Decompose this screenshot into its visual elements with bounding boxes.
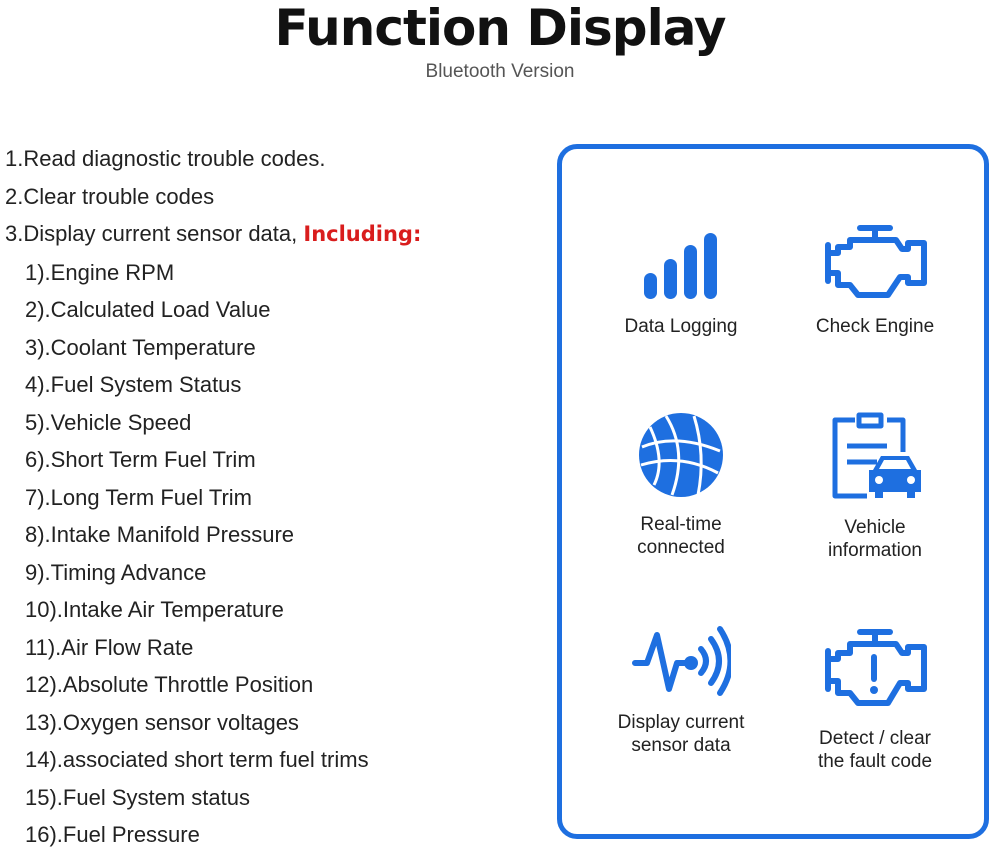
sensor-item: 16).Fuel Pressure [25, 822, 200, 847]
feature-panel: Data Logging Check Engine [557, 144, 989, 839]
feature-label-line1: Real-time [640, 514, 722, 535]
including-highlight: Including: [303, 222, 422, 246]
sensor-item: 10).Intake Air Temperature [25, 597, 284, 622]
feature-data-logging: Data Logging [581, 231, 781, 338]
feature-real-time-connected: Real-time connected [581, 411, 781, 559]
feature-vehicle-information: Vehicle information [775, 412, 975, 562]
feature-label: Check Engine [775, 315, 975, 338]
feature-label-line1: Vehicle [844, 517, 906, 538]
feature-label-line1: Display current [617, 712, 745, 733]
engine-alert-icon [825, 629, 927, 706]
sensor-item: 8).Intake Manifold Pressure [25, 522, 295, 547]
sensor-item: 11).Air Flow Rate [25, 634, 194, 660]
sensor-item: 14).associated short term fuel trims [25, 747, 369, 772]
sensor-item: 2).Calculated Load Value [25, 297, 271, 322]
feature-label-line1: Check Engine [815, 316, 935, 337]
sensor-item: 7).Long Term Fuel Trim [25, 484, 253, 510]
car-clipboard-icon [832, 412, 921, 499]
feature-label-line2: information [828, 540, 922, 561]
feature-label: Real-time connected [581, 513, 781, 559]
sensor-item: 3).Coolant Temperature [25, 334, 256, 360]
bar-chart-icon [644, 233, 717, 299]
feature-label: Data Logging [581, 315, 781, 338]
feature-label: Display current sensor data [581, 711, 781, 757]
feature-detect-clear-fault-code: Detect / clear the fault code [775, 627, 975, 773]
feature-list: 1.Read diagnostic trouble codes. 2.Clear… [5, 140, 545, 854]
feature-label-line1: Detect / clear [819, 728, 931, 749]
feature-item-clear-codes: 2.Clear trouble codes [5, 183, 215, 209]
page-title: Function Display [274, 0, 726, 57]
feature-item-sensor-data-text: 3.Display current sensor data, [5, 221, 304, 246]
feature-label-line2: connected [637, 537, 725, 558]
signal-wave-icon [632, 626, 731, 696]
globe-icon [639, 413, 723, 497]
sensor-item: 12).Absolute Throttle Position [25, 672, 314, 697]
sensor-item: 5).Vehicle Speed [25, 409, 192, 435]
feature-label: Detect / clear the fault code [775, 727, 975, 773]
sensor-item: 9).Timing Advance [25, 559, 207, 585]
sensor-item: 6).Short Term Fuel Trim [25, 447, 256, 472]
feature-label-line1: Data Logging [624, 316, 738, 337]
feature-check-engine: Check Engine [775, 223, 975, 338]
sensor-item: 13).Oxygen sensor voltages [25, 709, 299, 735]
sensor-item: 4).Fuel System Status [25, 372, 242, 397]
engine-icon [825, 225, 927, 298]
feature-label-line2: the fault code [817, 751, 933, 772]
feature-label-line2: sensor data [631, 735, 731, 756]
page-subtitle: Bluetooth Version [425, 61, 575, 82]
feature-display-sensor-data: Display current sensor data [581, 625, 781, 757]
feature-label: Vehicle information [775, 516, 975, 562]
sensor-item: 15).Fuel System status [25, 784, 250, 810]
feature-item-sensor-data: 3.Display current sensor data, Including… [5, 215, 545, 254]
sensor-item: 1).Engine RPM [25, 259, 175, 285]
feature-item-read-codes: 1.Read diagnostic trouble codes. [5, 146, 326, 171]
